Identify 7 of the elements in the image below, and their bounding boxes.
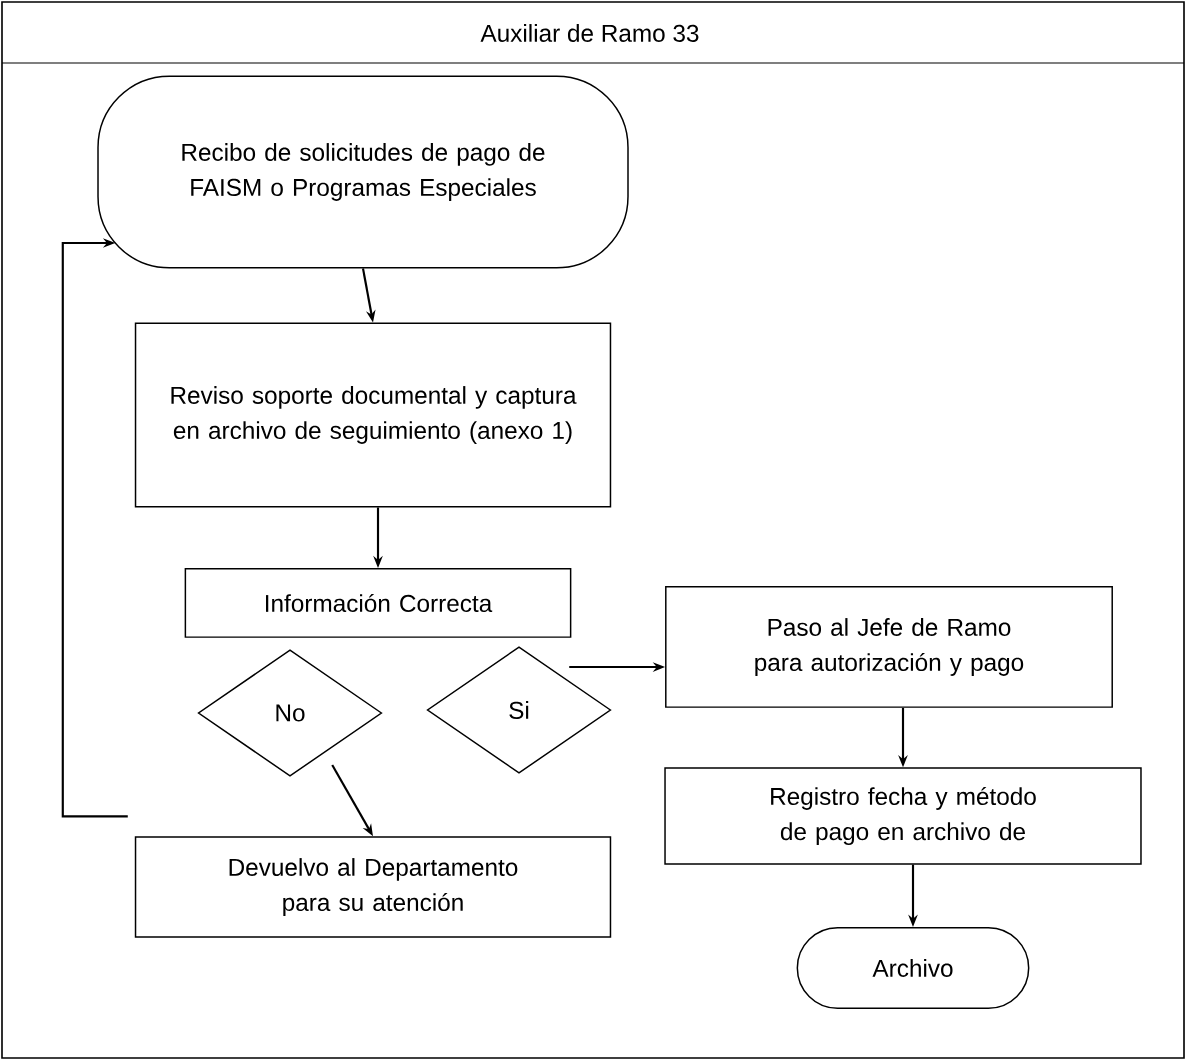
process-box: Paso al Jefe de Ramo para autorización y pago [665,586,1113,708]
process-box: Información Correcta [184,568,572,638]
process-box: Devuelvo al Departamento para su atención [134,836,612,938]
process-box: Reviso soporte documental y captura en archivo de seguimiento (anexo 1) [134,322,612,508]
title: Auxiliar de Ramo 33 [480,24,699,42]
process-box: Registro fecha y método de pago en archivo de [664,767,1142,865]
arrow [61,238,128,818]
